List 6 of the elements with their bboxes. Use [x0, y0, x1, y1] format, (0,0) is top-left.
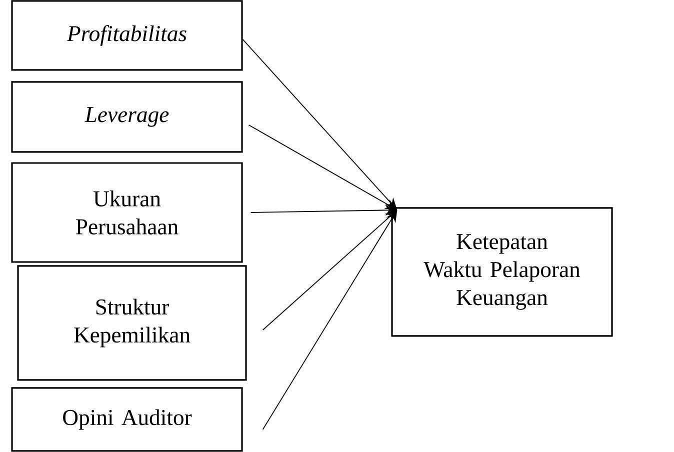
variable-box: Profitabilitas	[11, 0, 243, 71]
variable-box: Ukuran Perusahaan	[11, 162, 243, 263]
variable-box: Struktur Kepemilikan	[17, 265, 247, 381]
variable-box: Leverage	[11, 81, 243, 153]
variable-box: Ketepatan Waktu Pelaporan Keuangan	[391, 207, 613, 337]
variable-box: Opini Auditor	[11, 387, 243, 452]
